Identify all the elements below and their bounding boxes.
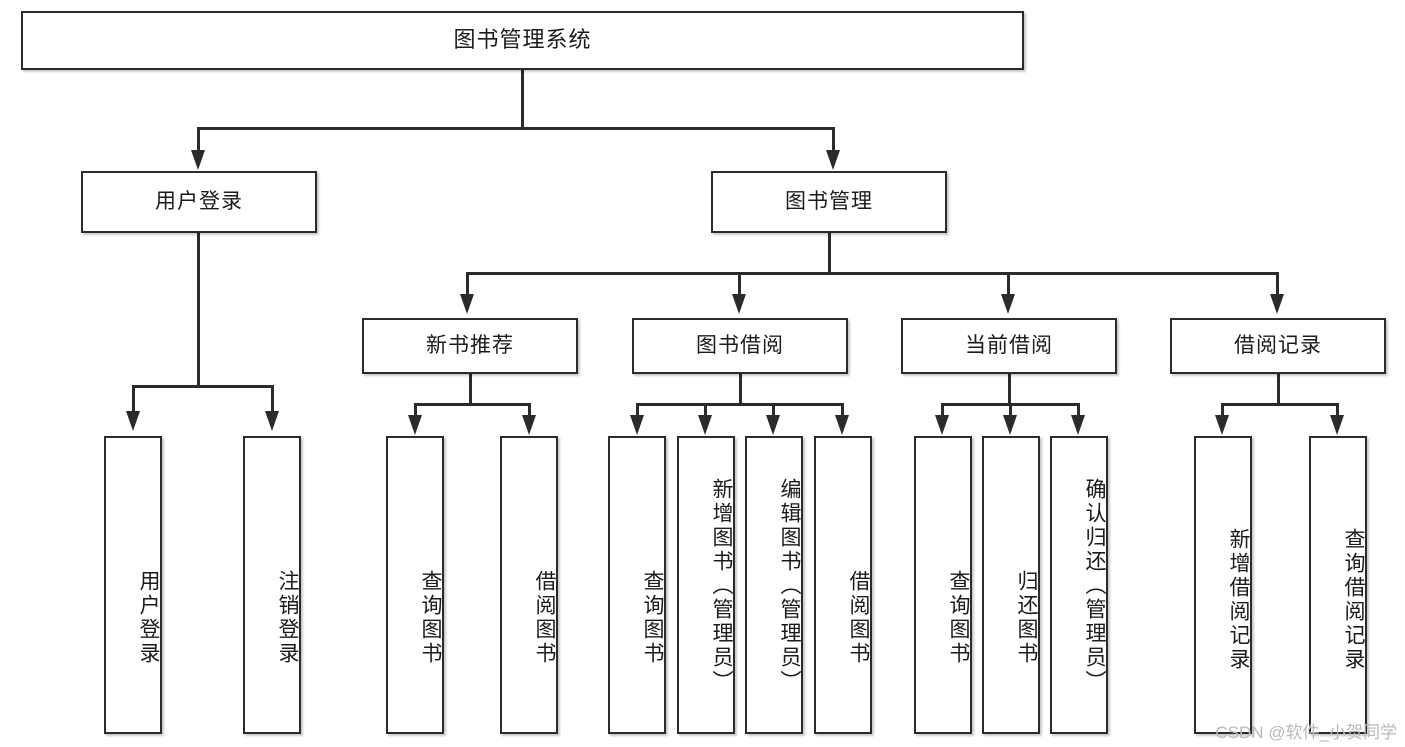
node-label: 确认归还（管理员） <box>1083 478 1106 694</box>
node-label: 注销登录 <box>276 570 299 666</box>
node-borrow-record[interactable]: 借阅记录 <box>1170 318 1386 374</box>
arrowhead-br-leaf-1 <box>1215 415 1229 435</box>
node-new-book-recommend[interactable]: 新书推荐 <box>362 318 578 374</box>
node-label: 借阅图书 <box>533 570 556 666</box>
connector-root-stem <box>521 70 524 128</box>
node-root-system[interactable]: 图书管理系统 <box>21 11 1024 70</box>
arrowhead-user-login <box>191 150 205 170</box>
connector-user-login-bus <box>132 385 273 388</box>
arrowhead-leaf-user-login <box>126 411 140 431</box>
connector-bb-leaf-1 <box>636 403 639 417</box>
leaf-cb-query-book[interactable]: 查询图书 <box>914 436 972 734</box>
connector-root-to-user-login <box>197 127 200 153</box>
connector-user-login-leaf-2 <box>271 385 274 413</box>
node-label: 图书管理 <box>785 190 873 214</box>
connector-user-login-stem <box>197 233 200 386</box>
arrowhead-cb-leaf-2 <box>1003 415 1017 435</box>
node-label: 借阅图书 <box>847 570 870 666</box>
arrowhead-cb-leaf-1 <box>935 415 949 435</box>
connector-cb-leaf-3 <box>1077 403 1080 417</box>
arrowhead-new-book <box>460 294 474 314</box>
arrowhead-book-borrow <box>732 294 746 314</box>
connector-bb-leaf-2 <box>704 403 707 417</box>
arrowhead-br-leaf-2 <box>1330 415 1344 435</box>
leaf-br-query-record[interactable]: 查询借阅记录 <box>1309 436 1367 734</box>
leaf-bb-borrow-book[interactable]: 借阅图书 <box>814 436 872 734</box>
connector-book-manage-bus <box>466 272 1278 275</box>
leaf-cb-confirm-return-admin[interactable]: 确认归还（管理员） <box>1050 436 1108 734</box>
connector-current-borrow-stem <box>1008 374 1011 404</box>
leaf-br-add-record[interactable]: 新增借阅记录 <box>1194 436 1252 734</box>
node-label: 查询图书 <box>947 570 970 666</box>
arrowhead-bb-leaf-2 <box>698 415 712 435</box>
connector-new-book-leaf-2 <box>528 403 531 417</box>
node-label: 当前借阅 <box>965 334 1053 358</box>
connector-new-book-stem <box>469 374 472 404</box>
leaf-bb-query-book[interactable]: 查询图书 <box>608 436 666 734</box>
arrowhead-borrow-record <box>1270 294 1284 314</box>
connector-bb-leaf-4 <box>841 403 844 417</box>
leaf-logout[interactable]: 注销登录 <box>243 436 301 734</box>
node-label: 借阅记录 <box>1234 334 1322 358</box>
connector-root-bus <box>197 127 834 130</box>
arrowhead-nb-leaf-2 <box>522 415 536 435</box>
leaf-nb-borrow-book[interactable]: 借阅图书 <box>500 436 558 734</box>
connector-to-current-borrow <box>1007 272 1010 296</box>
node-label: 归还图书 <box>1015 570 1038 666</box>
connector-user-login-leaf-1 <box>132 385 135 413</box>
node-label: 用户登录 <box>155 190 243 214</box>
node-user-login[interactable]: 用户登录 <box>81 171 317 233</box>
node-book-borrow[interactable]: 图书借阅 <box>632 318 848 374</box>
leaf-bb-add-book-admin[interactable]: 新增图书（管理员） <box>677 436 735 734</box>
connector-to-new-book <box>466 272 469 296</box>
arrowhead-bb-leaf-3 <box>766 415 780 435</box>
watermark-text: CSDN @软件_小贺同学 <box>1215 723 1397 742</box>
node-label: 图书管理系统 <box>453 27 592 53</box>
arrowhead-cb-leaf-3 <box>1071 415 1085 435</box>
arrowhead-bb-leaf-4 <box>835 415 849 435</box>
connector-root-to-book-manage <box>832 127 835 153</box>
node-label: 新书推荐 <box>426 334 514 358</box>
arrowhead-nb-leaf-1 <box>408 415 422 435</box>
connector-book-manage-stem <box>828 233 831 273</box>
connector-to-book-borrow <box>738 272 741 296</box>
leaf-user-login[interactable]: 用户登录 <box>104 436 162 734</box>
connector-book-borrow-bus <box>636 403 844 406</box>
connector-cb-leaf-1 <box>941 403 944 417</box>
node-label: 查询借阅记录 <box>1342 528 1365 672</box>
connector-bb-leaf-3 <box>772 403 775 417</box>
arrowhead-current-borrow <box>1001 294 1015 314</box>
connector-br-leaf-1 <box>1221 403 1224 417</box>
connector-new-book-bus <box>414 403 530 406</box>
connector-to-borrow-record <box>1276 272 1279 296</box>
arrowhead-book-manage <box>826 150 840 170</box>
leaf-bb-edit-book-admin[interactable]: 编辑图书（管理员） <box>745 436 803 734</box>
arrowhead-bb-leaf-1 <box>630 415 644 435</box>
node-current-borrow[interactable]: 当前借阅 <box>901 318 1117 374</box>
node-label: 新增图书（管理员） <box>710 478 733 694</box>
leaf-nb-query-book[interactable]: 查询图书 <box>386 436 444 734</box>
node-label: 新增借阅记录 <box>1227 528 1250 672</box>
connector-new-book-leaf-1 <box>414 403 417 417</box>
connector-borrow-record-bus <box>1221 403 1338 406</box>
connector-br-leaf-2 <box>1336 403 1339 417</box>
connector-book-borrow-stem <box>739 374 742 404</box>
node-label: 查询图书 <box>419 570 442 666</box>
node-book-manage[interactable]: 图书管理 <box>711 171 947 233</box>
leaf-cb-return-book[interactable]: 归还图书 <box>982 436 1040 734</box>
node-label: 查询图书 <box>641 570 664 666</box>
node-label: 编辑图书（管理员） <box>778 478 801 694</box>
connector-cb-leaf-2 <box>1009 403 1012 417</box>
connector-borrow-record-stem <box>1277 374 1280 404</box>
node-label: 用户登录 <box>137 570 160 666</box>
node-label: 图书借阅 <box>696 334 784 358</box>
arrowhead-leaf-logout <box>265 411 279 431</box>
